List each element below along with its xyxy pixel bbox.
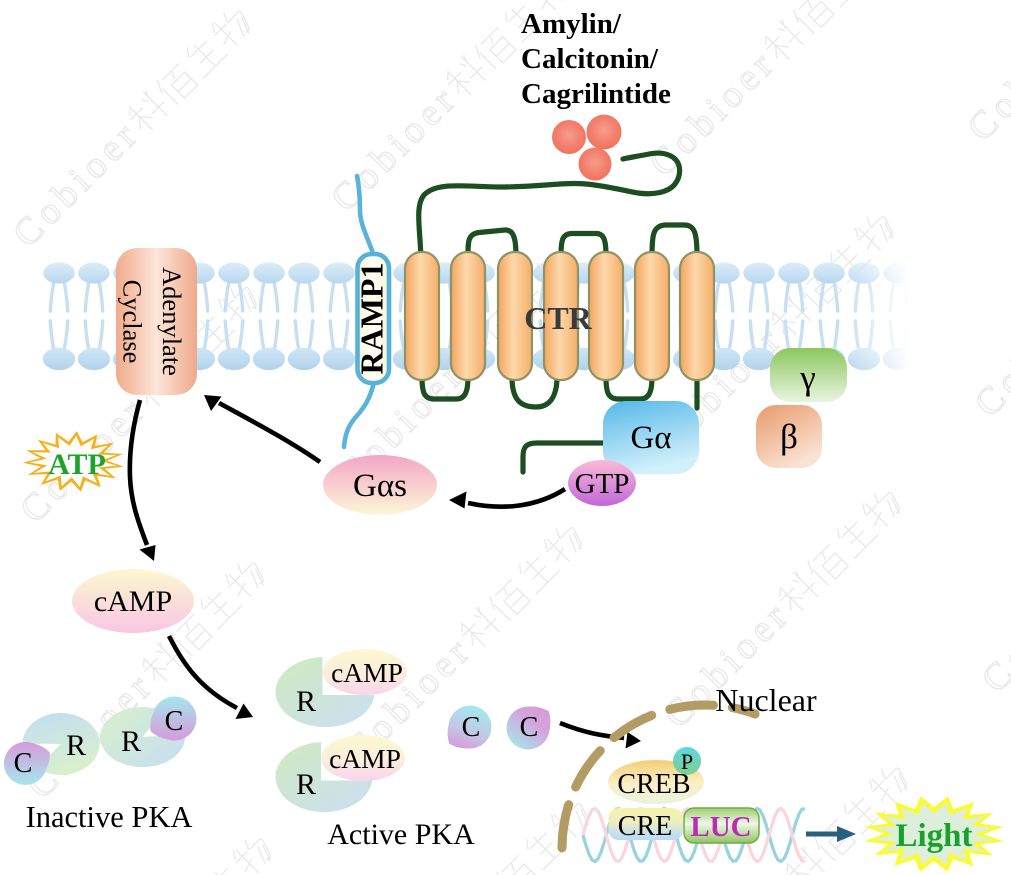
svg-text:C: C (520, 712, 539, 743)
svg-text:C: C (165, 706, 184, 737)
svg-text:CRE: CRE (618, 811, 672, 842)
svg-text:CTR: CTR (524, 300, 592, 336)
svg-text:cAMP: cAMP (94, 585, 172, 618)
svg-text:cAMP: cAMP (331, 657, 403, 688)
svg-text:Amylin/: Amylin/ (521, 8, 622, 40)
svg-text:P: P (681, 749, 693, 774)
svg-text:GTP: GTP (575, 468, 630, 500)
svg-text:C: C (14, 748, 33, 779)
svg-text:RAMP1: RAMP1 (354, 263, 390, 375)
svg-text:Cagrilintide: Cagrilintide (521, 78, 671, 110)
svg-text:γ: γ (799, 358, 815, 397)
svg-text:R: R (121, 725, 141, 758)
svg-text:CREB: CREB (617, 769, 690, 800)
svg-text:C: C (462, 712, 481, 743)
svg-text:ATP: ATP (48, 448, 106, 481)
svg-text:R: R (66, 729, 86, 762)
svg-text:Inactive PKA: Inactive PKA (26, 800, 193, 834)
svg-text:β: β (780, 417, 798, 456)
svg-text:Active PKA: Active PKA (327, 818, 475, 851)
svg-text:Nuclear: Nuclear (715, 682, 817, 718)
svg-text:Adenylate: Adenylate (157, 267, 187, 376)
svg-text:Gαs: Gαs (353, 468, 407, 504)
svg-text:Calcitonin/: Calcitonin/ (521, 43, 659, 75)
svg-text:Light: Light (895, 818, 972, 854)
svg-text:R: R (296, 768, 316, 801)
svg-text:Gα: Gα (630, 420, 671, 456)
svg-text:LUC: LUC (690, 811, 751, 843)
svg-text:R: R (296, 685, 316, 718)
svg-text:cAMP: cAMP (329, 743, 401, 774)
svg-text:Cyclase: Cyclase (118, 280, 148, 364)
